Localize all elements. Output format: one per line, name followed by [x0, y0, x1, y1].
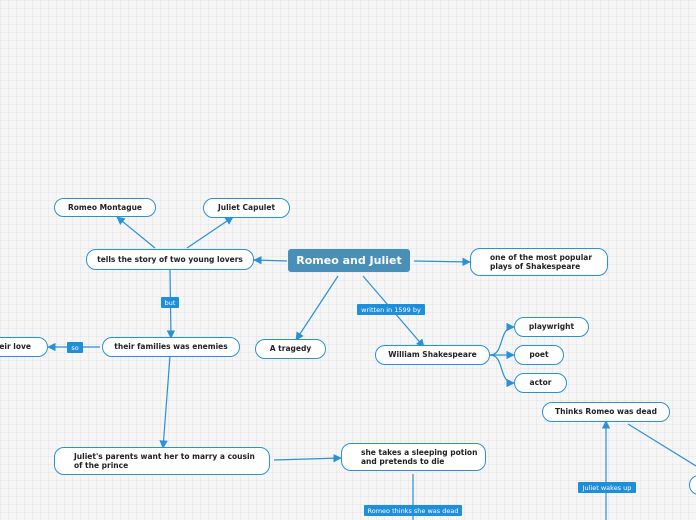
- node-tells-story[interactable]: tells the story of two young lovers: [86, 249, 254, 270]
- node-tragedy[interactable]: A tragedy: [255, 339, 326, 359]
- edge-root-tells-story: [253, 256, 288, 265]
- central-topic-node[interactable]: Romeo and Juliet: [288, 249, 410, 272]
- node-sleeping-potion[interactable]: she takes a sleeping potion and pretends…: [341, 443, 486, 471]
- edge-root-popular: [413, 257, 471, 267]
- node-families-enemies[interactable]: their families was enemies: [102, 337, 240, 357]
- edge-families-parents: [159, 355, 171, 449]
- node-actor[interactable]: actor: [514, 373, 567, 393]
- connector-label-juliet-wakes[interactable]: Juliet wakes up: [578, 482, 636, 493]
- node-thinks-romeo-dead[interactable]: Thinks Romeo was dead: [542, 402, 670, 422]
- connector-label-written-in[interactable]: written in 1599 by: [357, 304, 425, 315]
- node-william-shakespeare[interactable]: William Shakespeare: [375, 345, 490, 365]
- connector-label-but[interactable]: but: [161, 297, 179, 308]
- node-poet[interactable]: poet: [514, 345, 564, 365]
- node-popular-plays[interactable]: one of the most popular plays of Shakesp…: [470, 248, 608, 276]
- node-romeo-montague[interactable]: Romeo Montague: [54, 198, 156, 217]
- node-juliet-capulet[interactable]: Juliet Capulet: [203, 198, 290, 218]
- node-their-love[interactable]: heir love: [0, 337, 48, 357]
- edge-parents-potion: [273, 454, 342, 463]
- edge-root-tragedy: [295, 275, 339, 341]
- connector-label-so[interactable]: so: [67, 342, 83, 353]
- node-playwright[interactable]: playwright: [514, 317, 589, 337]
- edge-story-juliet: [186, 216, 234, 249]
- edge-shakespeare-actor: [489, 354, 515, 388]
- edge-thinks-right: [627, 423, 696, 467]
- node-parents-marry[interactable]: Juliet's parents want her to marry a cou…: [54, 447, 270, 475]
- edge-story-romeo: [116, 216, 156, 249]
- connector-label-romeo-thinks[interactable]: Romeo thinks she was dead: [364, 505, 462, 516]
- edge-shakespeare-playwright: [489, 322, 515, 356]
